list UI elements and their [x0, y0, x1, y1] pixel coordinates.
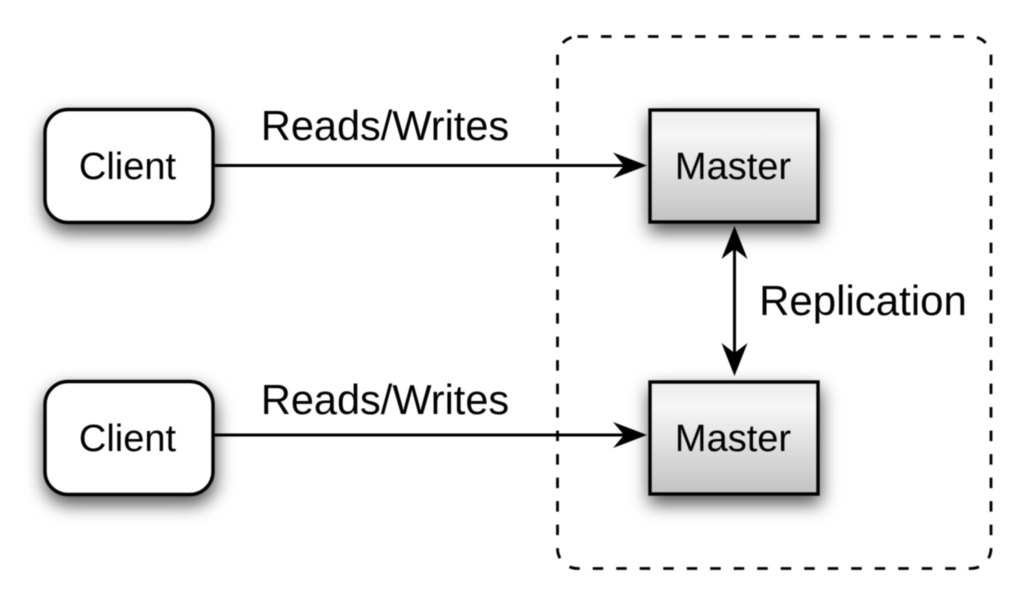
svg-text:Reads/Writes: Reads/Writes	[261, 376, 509, 423]
svg-text:Master: Master	[675, 146, 791, 188]
svg-text:Reads/Writes: Reads/Writes	[261, 102, 509, 149]
svg-text:Client: Client	[79, 418, 177, 460]
svg-text:Master: Master	[675, 418, 791, 460]
svg-text:Replication: Replication	[759, 277, 967, 324]
svg-text:Client: Client	[79, 146, 177, 188]
